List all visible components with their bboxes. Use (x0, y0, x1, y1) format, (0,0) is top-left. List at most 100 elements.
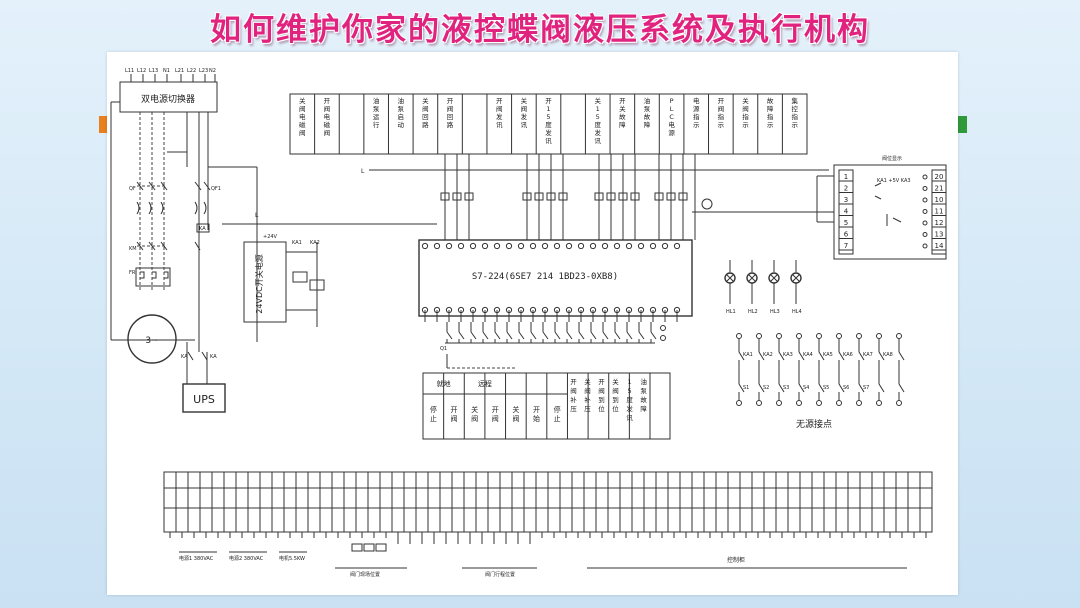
relay-terminal-left: 6 (844, 231, 849, 239)
plc-terminal (421, 242, 429, 250)
breaker-qf: QF (129, 181, 168, 215)
svg-text:KA: KA (199, 226, 206, 232)
wiring-diagram: 双电源切换器 L11 L12 L13 N1 L21 L22 L23 N2 QF … (110, 68, 947, 578)
relay-coil (375, 543, 387, 552)
relay-terminal-right: 11 (935, 208, 944, 216)
dual-power-switch: 双电源切换器 L11 L12 L13 N1 L21 L22 L23 N2 (119, 68, 218, 113)
relay-coil (678, 192, 688, 201)
page-title: 如何维护你家的液控蝶阀液压系统及执行机构 (210, 12, 870, 48)
passive-relay-label: KA2 (763, 352, 773, 358)
lamp-label: HL1 (726, 309, 736, 315)
plc-model: S7-224(6SE7 214 1BD23-0XB8) (472, 272, 618, 282)
svg-text:KA: KA (210, 354, 217, 360)
relay-terminal-right: 21 (935, 185, 944, 193)
relay-terminal-left: 7 (844, 242, 848, 250)
plc-terminal (457, 242, 465, 250)
passive-contacts-label: 无源接点 (796, 418, 832, 430)
plc-terminal (469, 242, 477, 250)
relay-coil (654, 192, 664, 201)
plc-terminal (505, 242, 513, 250)
svg-text:FR: FR (129, 270, 136, 276)
passive-relay-label: KA1 (743, 352, 753, 358)
svg-text:KM: KM (129, 246, 137, 252)
relay-coil (666, 192, 676, 201)
input-header-vertical: 开阀到位 (598, 378, 605, 413)
plc-terminal (541, 242, 549, 250)
plc-terminal (565, 242, 573, 250)
terminal-l22: L22 (187, 68, 196, 74)
relay-terminal-right: 12 (935, 219, 944, 227)
thermal-relay-fr: FR (129, 267, 171, 287)
top-table-cell: 关阀发讯 (521, 96, 528, 129)
input-cell: 开始 (533, 406, 540, 423)
top-table-cell: 故障指示 (767, 96, 774, 129)
relay-terminal-left: 1 (844, 173, 848, 181)
relay-terminal-left: 3 (844, 196, 848, 204)
top-table-cell: 关阀指示 (742, 96, 749, 129)
plc-terminal (625, 242, 633, 250)
dual-power-label: 双电源切换器 (141, 93, 195, 105)
label-control-cabinet: 控制柜 (727, 556, 745, 564)
relay-coil (630, 192, 640, 201)
top-table-cell: 关阀回路 (422, 96, 429, 129)
left-accent-tab (99, 116, 107, 133)
right-accent-tab (958, 116, 967, 133)
relay-coil (546, 192, 556, 201)
passive-switch-label: S4 (803, 385, 809, 391)
plc-terminal (553, 242, 561, 250)
svg-text:L: L (361, 168, 365, 175)
passive-switch-label: S5 (823, 385, 829, 391)
label-motor: 电机5.5KW (279, 555, 305, 562)
passive-relay-label: KA6 (843, 352, 853, 358)
relay-coil (440, 192, 450, 201)
top-table-cell: 油泵启动 (398, 96, 405, 129)
lamp-label: HL3 (770, 309, 780, 315)
plc-terminal (613, 242, 621, 250)
svg-text:Q1: Q1 (440, 346, 447, 352)
relay-terminal-right: 14 (935, 242, 944, 250)
top-table-cell: 开阀电磁阀 (324, 97, 331, 137)
plc-terminal (601, 242, 609, 250)
passive-relay-label: KA3 (783, 352, 793, 358)
lamp-label: HL2 (748, 309, 758, 315)
label-power1: 电源1 380VAC (179, 555, 214, 562)
label-power2: 电源2 380VAC (229, 555, 264, 562)
passive-relay-label: KA4 (803, 352, 813, 358)
lamp-label: HL4 (792, 309, 802, 315)
input-cell: 开阀 (492, 406, 499, 423)
svg-text:+24V: +24V (263, 234, 278, 240)
relay-coil (594, 192, 604, 201)
relay-ka-coil (196, 223, 210, 233)
top-table-cell: 关阀电磁阀 (299, 96, 306, 137)
input-header-vertical: 油泵故障 (640, 377, 647, 413)
relay-terminal-left: 5 (844, 219, 848, 227)
svg-text:KA1: KA1 (292, 240, 302, 246)
plc-lamp (701, 198, 713, 210)
bottom-terminal-strip (163, 471, 933, 569)
plc-terminal (433, 242, 441, 250)
passive-switch-label: S6 (843, 385, 849, 391)
svg-text:L: L (255, 212, 259, 219)
terminal-l13: L13 (149, 68, 158, 74)
svg-text:QF1: QF1 (211, 186, 221, 192)
plc-terminal (493, 242, 501, 250)
top-table-cell: 开阀指示 (718, 97, 725, 129)
svg-text:KA2: KA2 (310, 240, 320, 246)
terminal-n1: N1 (163, 68, 170, 74)
svg-text:UPS: UPS (193, 393, 215, 406)
terminal-l21: L21 (175, 68, 184, 74)
plc-terminal (517, 242, 525, 250)
top-table-cell: 开阀发讯 (496, 97, 503, 129)
label-valve-stroke: 阀门行程位置 (485, 571, 515, 578)
input-header: 远程 (478, 379, 492, 388)
terminal-l11: L11 (125, 68, 134, 74)
plc-terminal (649, 242, 657, 250)
terminal-l23: L23 (199, 68, 208, 74)
